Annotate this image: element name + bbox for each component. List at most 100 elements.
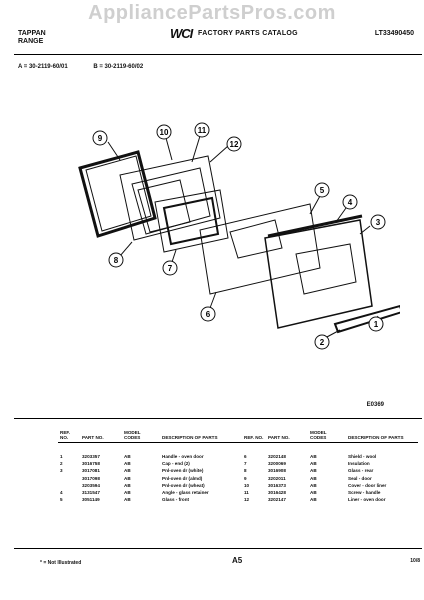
- ref-no: 9: [244, 475, 247, 481]
- model-code: AB: [310, 482, 317, 488]
- description: Pnl-oven dr (wheat): [162, 482, 205, 488]
- model-code: AB: [310, 475, 317, 481]
- description: Handle - oven door: [162, 454, 204, 459]
- part-no: 3200069: [268, 461, 286, 467]
- col-ref-no-right: REF. NO.: [242, 430, 266, 443]
- exploded-door-diagram: 9 10 11 12 5 4 3 1 2 6 7 8: [78, 122, 400, 350]
- model-code: AB: [310, 490, 317, 496]
- model-code: AB: [124, 475, 131, 481]
- page-date-code: 10/8: [410, 558, 420, 564]
- table-row: 5 3051149 AB Glass - front 12 3202147 AB…: [58, 496, 418, 503]
- model-code: AB: [124, 482, 131, 488]
- table-header-row: REF. NO. PART NO. MODEL CODES DESCRIPTIO…: [58, 430, 418, 443]
- part-no: 3016373: [268, 482, 286, 488]
- model-code: AB: [124, 461, 131, 467]
- brand-name: TAPPAN: [18, 30, 46, 37]
- callout-10: 10: [160, 128, 169, 137]
- description: Angle - glass retainer: [162, 490, 209, 496]
- callout-7: 7: [168, 264, 173, 273]
- description: Liner - oven door: [348, 497, 386, 503]
- table-bottom-rule: [14, 548, 422, 549]
- product-type: RANGE: [18, 38, 44, 45]
- callout-3: 3: [376, 218, 381, 227]
- model-code: AB: [310, 468, 317, 474]
- description: Cover - door liner: [348, 482, 387, 488]
- description: Seal - door: [348, 475, 372, 481]
- model-code: AB: [124, 468, 131, 474]
- part-no: 3016428: [268, 490, 286, 496]
- serial-a: A = 30-2119-60/01: [18, 64, 68, 70]
- ref-no: 3: [60, 468, 63, 474]
- ref-no: 4: [60, 490, 63, 496]
- part-no: 3016908: [268, 468, 286, 474]
- table-row: 3 3017081 AB Pnl-oven dr (white) 8 30169…: [58, 467, 418, 474]
- part-no: 3202011: [268, 475, 286, 481]
- diagram-code: E0369: [366, 402, 384, 408]
- part-no: 3202147: [268, 497, 286, 503]
- model-code: AB: [124, 490, 131, 496]
- part-no: 3203594: [82, 482, 100, 488]
- page-code: A5: [232, 556, 243, 565]
- description: Insulation: [348, 461, 370, 467]
- col-description-right: DESCRIPTION OF PARTS: [346, 430, 418, 443]
- description: Shield - wool: [348, 454, 377, 459]
- ref-no: [58, 475, 80, 482]
- model-code: AB: [310, 454, 317, 459]
- model-code: AB: [310, 497, 317, 503]
- part-no: 3051149: [82, 497, 100, 503]
- col-description: DESCRIPTION OF PARTS: [160, 430, 242, 443]
- table-row: 4 3131547 AB Angle - glass retainer 11 3…: [58, 489, 418, 496]
- model-code: AB: [124, 454, 131, 459]
- callout-9: 9: [98, 134, 103, 143]
- description: Pnl-oven dr (white): [162, 468, 204, 474]
- table-row: 3203594 AB Pnl-oven dr (wheat) 10 301637…: [58, 482, 418, 489]
- description: Cap - end (2): [162, 461, 190, 467]
- callout-6: 6: [206, 310, 211, 319]
- ref-no: 1: [60, 454, 63, 459]
- col-part-no: PART NO.: [80, 430, 122, 443]
- parts-table: REF. NO. PART NO. MODEL CODES DESCRIPTIO…: [58, 430, 418, 503]
- table-row: 2 3016758 AB Cap - end (2) 7 3200069 AB …: [58, 460, 418, 467]
- ref-no: [58, 482, 80, 489]
- model-code: AB: [310, 461, 317, 467]
- table-row: 3017098 AB Pnl-oven dr (almd) 9 3202011 …: [58, 475, 418, 482]
- not-illustrated-note: * = Not Illustrated: [40, 560, 82, 566]
- serial-b: B = 30-2119-60/02: [93, 64, 144, 70]
- brand-block: TAPPAN RANGE: [18, 30, 46, 46]
- part-no: 3131547: [82, 490, 100, 496]
- table-top-rule: [14, 418, 422, 419]
- model-code: AB: [124, 497, 131, 503]
- description: Screw - handle: [348, 490, 381, 496]
- description: Pnl-oven dr (almd): [162, 475, 203, 481]
- callout-2: 2: [320, 338, 325, 347]
- ref-no: 6: [244, 454, 247, 459]
- callout-1: 1: [374, 320, 379, 329]
- callout-8: 8: [114, 256, 119, 265]
- ref-no: 5: [60, 497, 63, 503]
- ref-no: 2: [60, 461, 63, 467]
- part-no: 3203357: [82, 454, 100, 459]
- col-model-codes-right: MODEL CODES: [308, 430, 346, 443]
- ref-no: 7: [244, 461, 247, 467]
- part-no: 3017081: [82, 468, 100, 474]
- description: Glass - rear: [348, 468, 374, 474]
- table-row: 1 3203357 AB Handle - oven door 6 320214…: [58, 443, 418, 461]
- callout-4: 4: [348, 198, 353, 207]
- callout-11: 11: [198, 126, 207, 135]
- col-part-no-right: PART NO.: [266, 430, 308, 443]
- callout-5: 5: [320, 186, 325, 195]
- header-rule: [14, 54, 422, 55]
- ref-no: 8: [244, 468, 247, 474]
- serial-ranges: A = 30-2119-60/01 B = 30-2119-60/02: [18, 64, 167, 70]
- callout-12: 12: [230, 140, 239, 149]
- description: Glass - front: [162, 497, 190, 503]
- catalog-title: FACTORY PARTS CATALOG: [198, 30, 298, 37]
- watermark: AppliancePartsPros.com: [88, 2, 336, 24]
- part-no: 3016758: [82, 461, 100, 467]
- wci-logo: WCI: [170, 26, 193, 41]
- ref-no: 10: [244, 482, 250, 488]
- part-no: 3017098: [82, 475, 100, 481]
- part-no: 3202148: [268, 454, 286, 459]
- model-number: LT33490450: [374, 30, 414, 37]
- ref-no: 11: [244, 490, 249, 496]
